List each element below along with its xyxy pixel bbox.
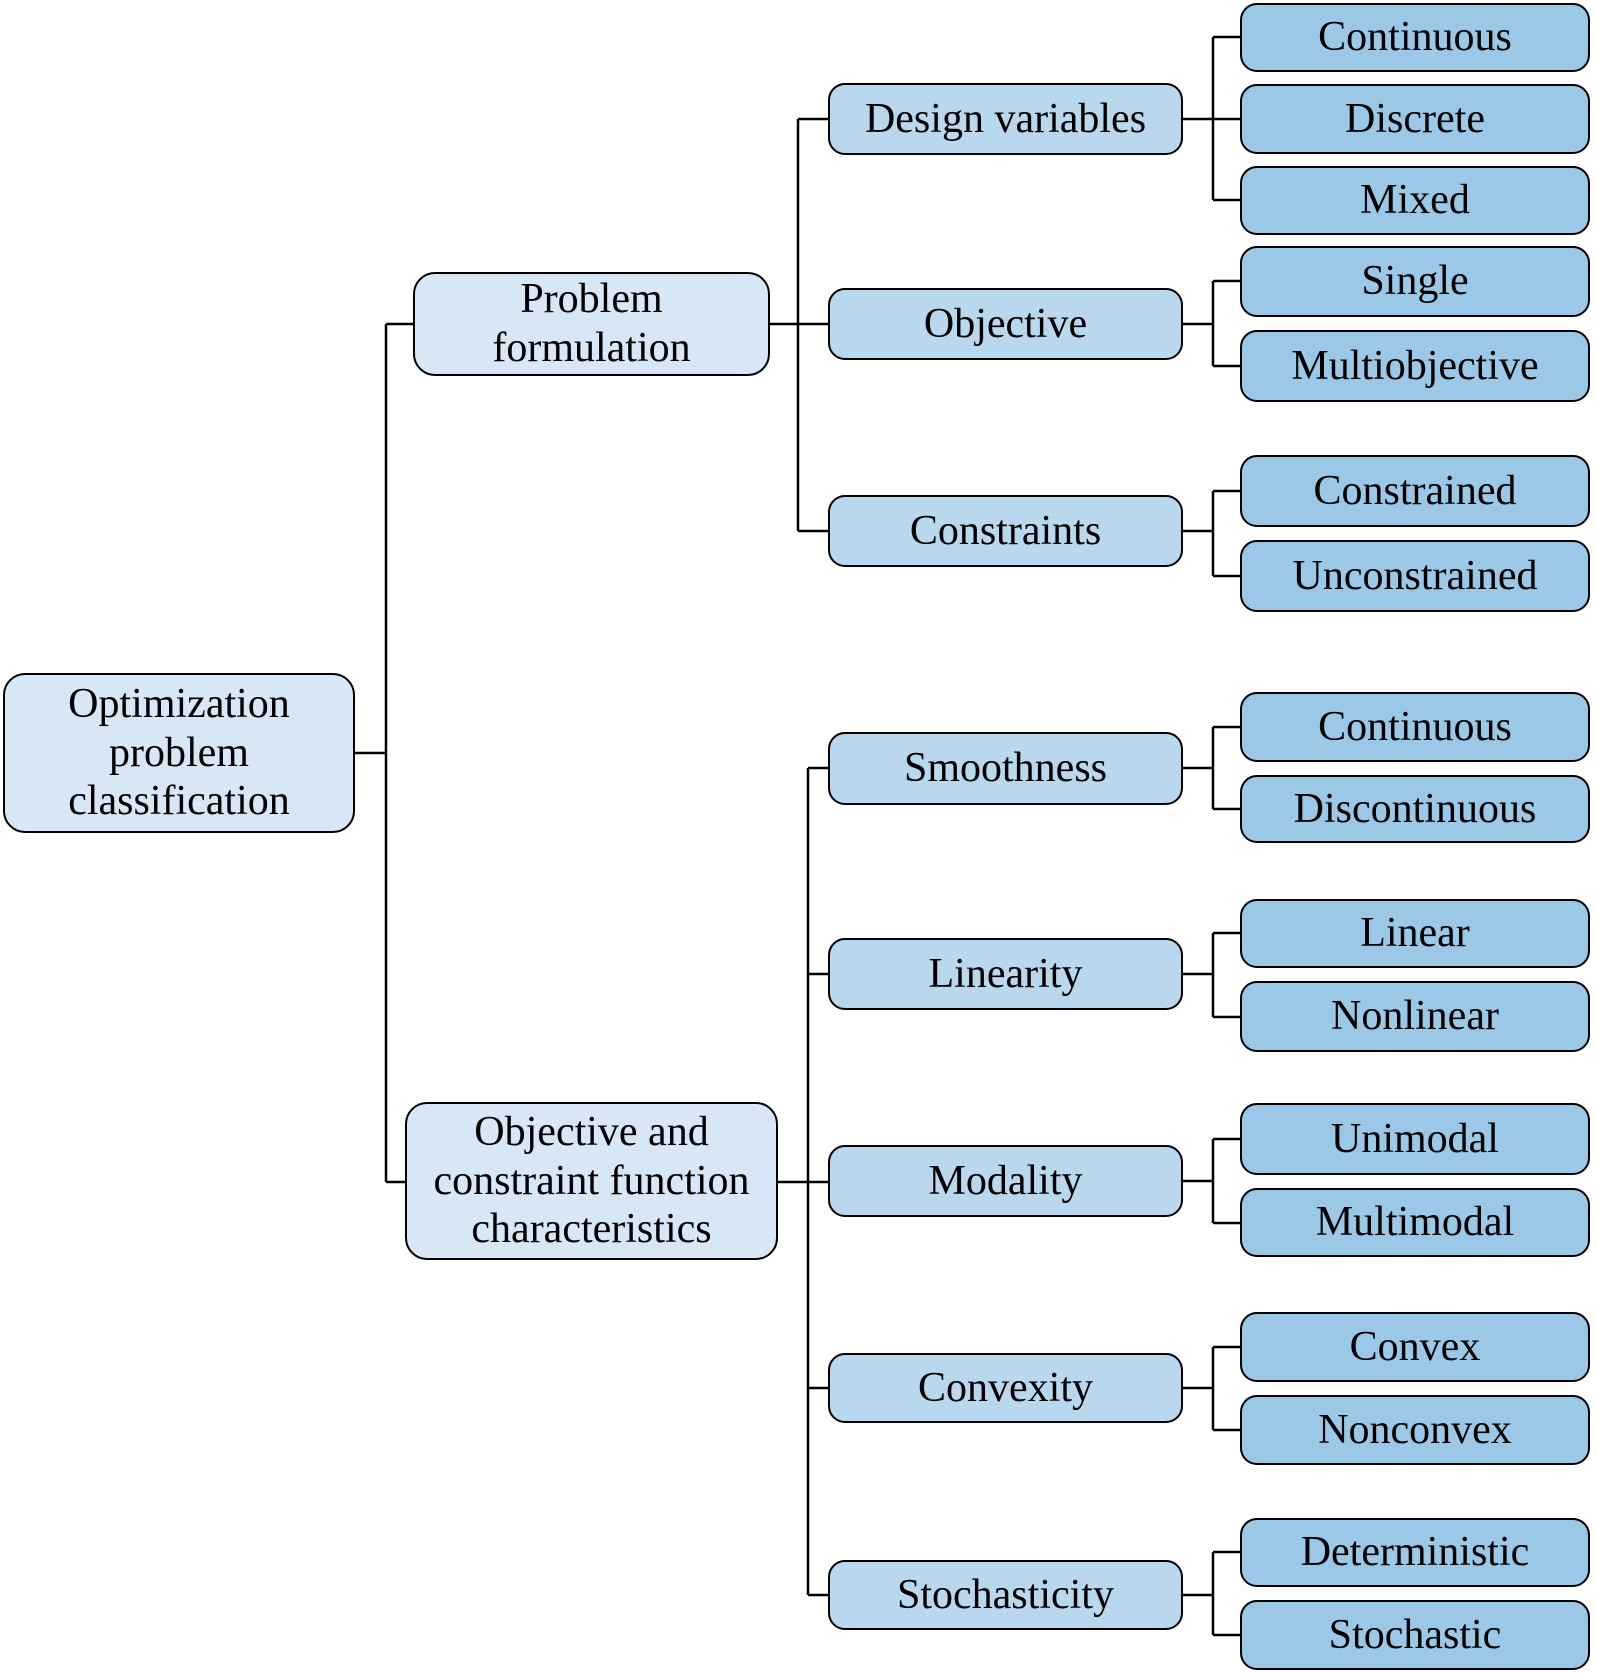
node-mixed: Mixed [1240,166,1590,235]
node-discontinuous: Discontinuous [1240,775,1590,843]
node-nonlinear: Nonlinear [1240,981,1590,1052]
node-design-variables-continuous: Continuous [1240,3,1590,72]
node-optimization-problem-classification: Optimization problem classification [3,673,355,833]
node-constrained: Constrained [1240,455,1590,527]
node-objective-and-constraint-function-characteristics: Objective and constraint function charac… [405,1102,778,1260]
node-stochasticity: Stochasticity [828,1560,1183,1630]
node-convexity: Convexity [828,1353,1183,1423]
node-constraints: Constraints [828,495,1183,567]
node-single: Single [1240,246,1590,317]
node-problem-formulation: Problem formulation [413,272,770,376]
node-smoothness: Smoothness [828,732,1183,805]
node-deterministic: Deterministic [1240,1518,1590,1587]
node-stochastic: Stochastic [1240,1600,1590,1670]
node-unimodal: Unimodal [1240,1103,1590,1175]
node-multimodal: Multimodal [1240,1188,1590,1257]
node-linearity: Linearity [828,938,1183,1010]
node-multiobjective: Multiobjective [1240,330,1590,402]
node-design-variables: Design variables [828,83,1183,155]
node-linear: Linear [1240,899,1590,968]
node-modality: Modality [828,1145,1183,1217]
node-discrete: Discrete [1240,84,1590,154]
node-nonconvex: Nonconvex [1240,1395,1590,1465]
node-convex: Convex [1240,1312,1590,1382]
node-smoothness-continuous: Continuous [1240,692,1590,762]
node-objective: Objective [828,288,1183,360]
node-unconstrained: Unconstrained [1240,540,1590,612]
